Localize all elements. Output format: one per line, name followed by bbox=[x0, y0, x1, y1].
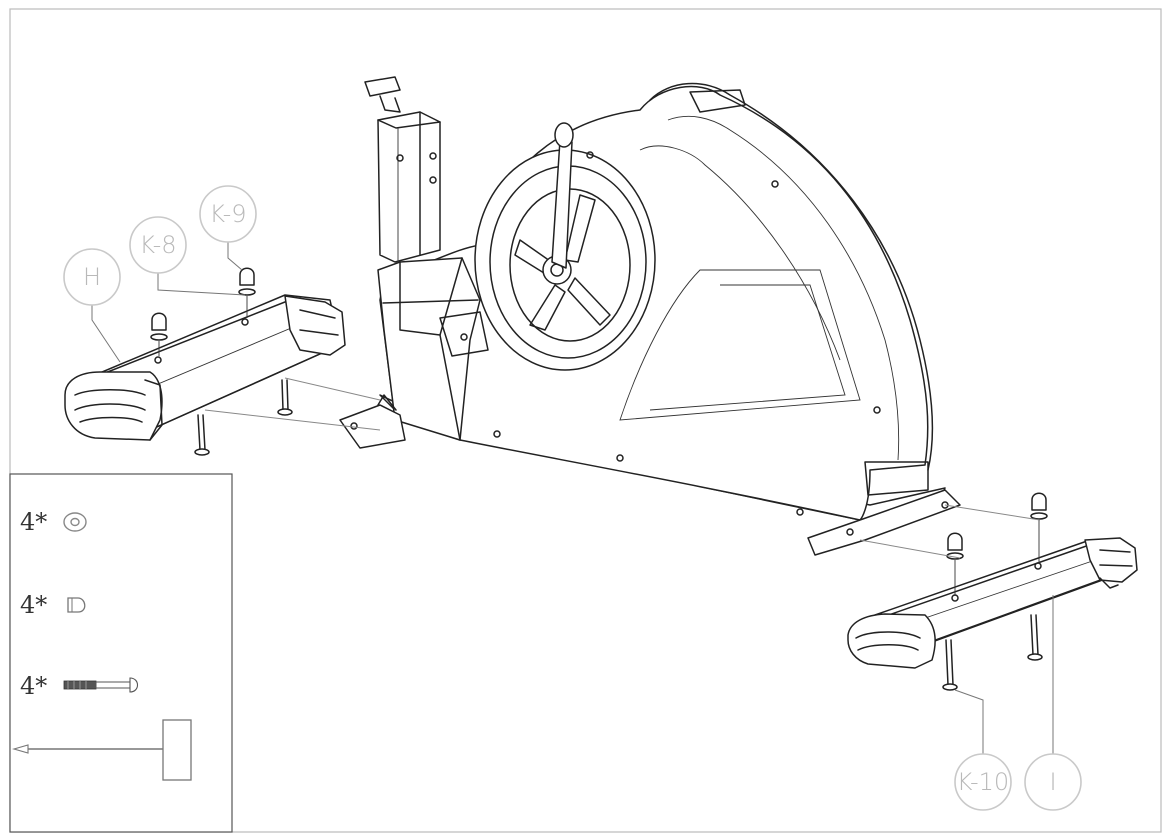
nut-qty: 4* bbox=[20, 591, 47, 619]
washer-icon bbox=[63, 512, 87, 532]
callout-k8: K-8 bbox=[129, 216, 246, 296]
svg-text:K-9: K-9 bbox=[209, 200, 246, 228]
front-fasteners bbox=[150, 267, 381, 456]
svg-text:K-8: K-8 bbox=[139, 231, 176, 259]
page-frame bbox=[9, 8, 1162, 833]
front-stabilizer bbox=[64, 294, 346, 441]
bolt-qty: 4* bbox=[20, 672, 47, 700]
callout-k9: K-9 bbox=[199, 185, 257, 271]
washer-qty: 4* bbox=[20, 508, 47, 536]
carriage-bolt-icon bbox=[63, 677, 139, 693]
svg-text:I: I bbox=[1049, 768, 1056, 796]
cap-nut-icon bbox=[67, 597, 86, 613]
front-mounting-bracket bbox=[339, 394, 406, 449]
parts-legend: 4* 4* 4* bbox=[9, 473, 233, 833]
callout-h: H bbox=[63, 248, 121, 363]
hammer-tool-icon bbox=[11, 719, 192, 781]
seat-post bbox=[364, 76, 489, 441]
callout-k10: K-10 bbox=[954, 689, 1012, 811]
rear-fasteners bbox=[859, 492, 1048, 691]
svg-text:K-10: K-10 bbox=[957, 768, 1009, 796]
svg-text:H: H bbox=[83, 263, 101, 291]
bike-main-frame bbox=[379, 82, 946, 521]
rear-stabilizer bbox=[847, 537, 1138, 669]
rear-mounting-bracket bbox=[807, 489, 961, 556]
callout-i: I bbox=[1024, 595, 1082, 811]
